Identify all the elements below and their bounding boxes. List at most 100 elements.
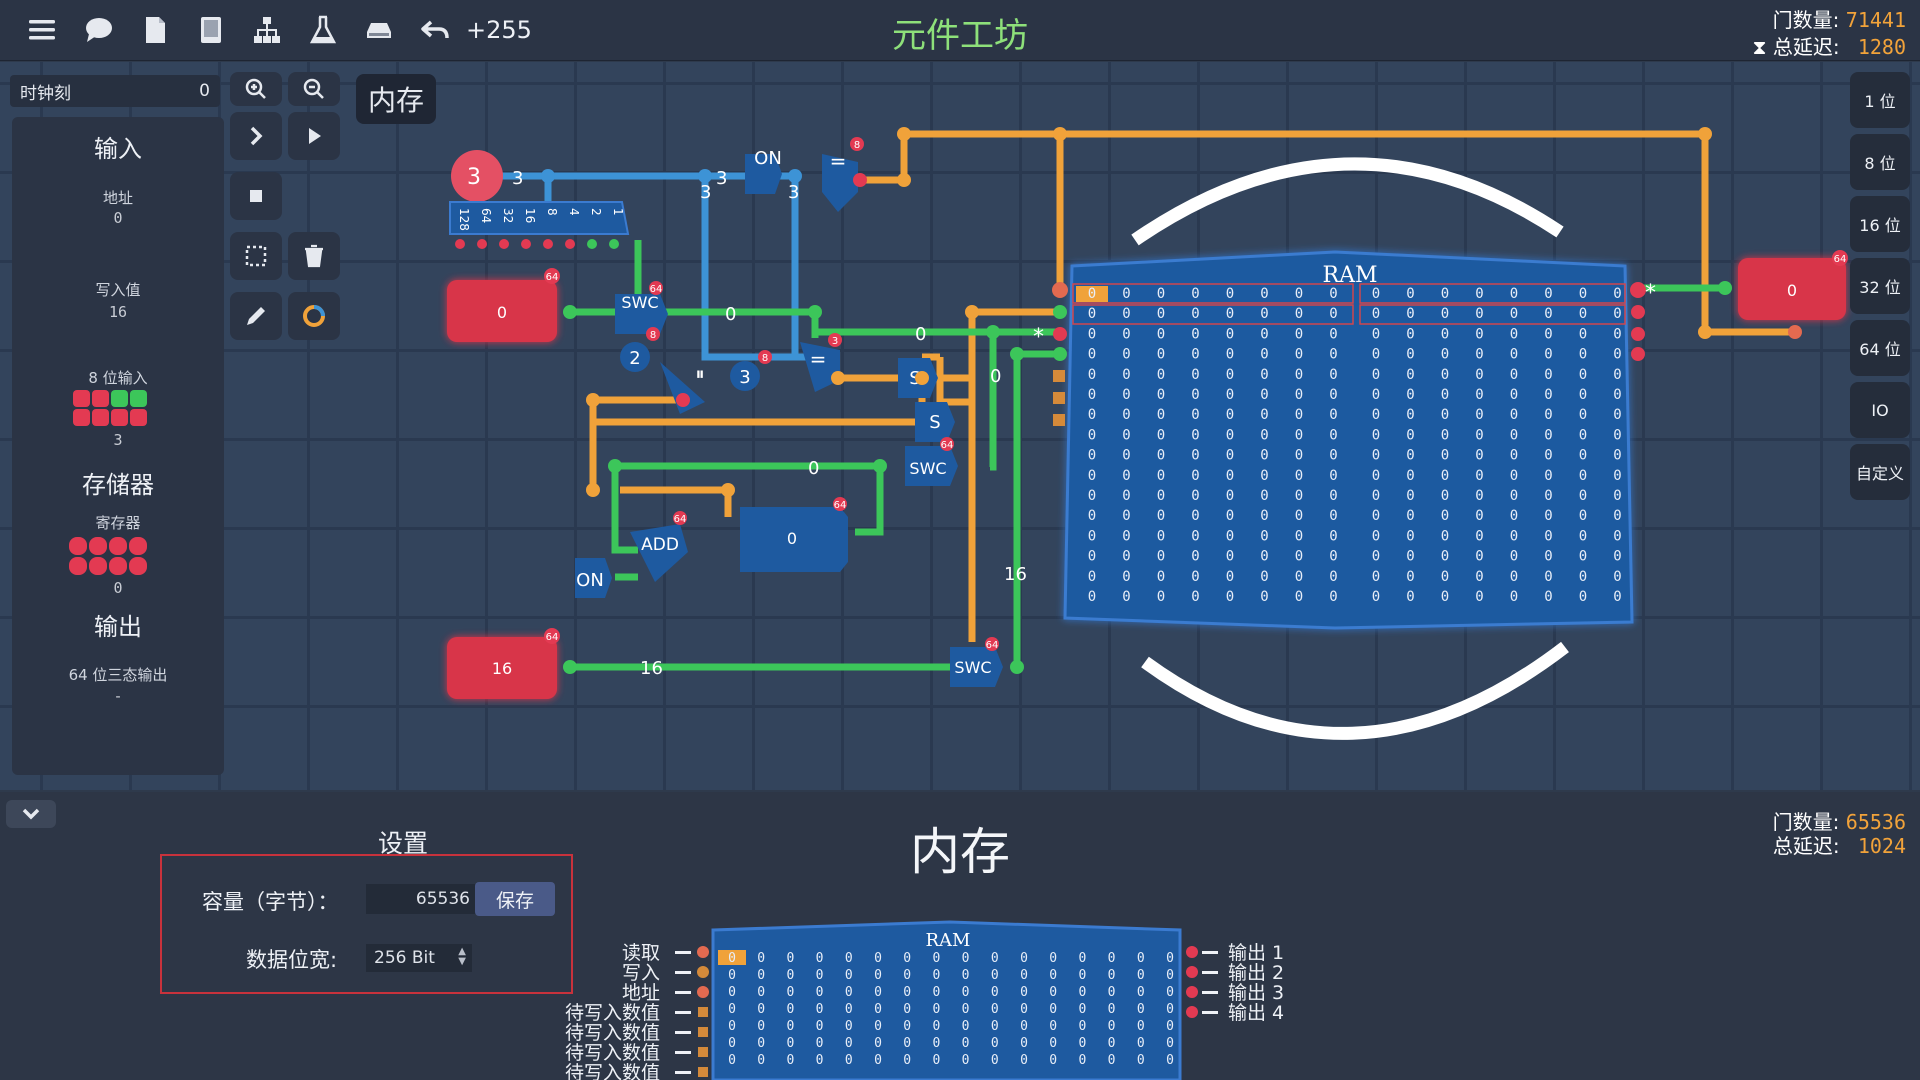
output-block[interactable] bbox=[1738, 258, 1846, 320]
gate-swc-2[interactable] bbox=[905, 446, 958, 486]
step-button[interactable] bbox=[230, 112, 282, 160]
bit-width-button[interactable]: 16 位 bbox=[1850, 196, 1910, 252]
bitwidth-select[interactable]: 256 Bit ▲▼ bbox=[366, 944, 472, 972]
chat-icon[interactable] bbox=[77, 10, 121, 50]
menu-icon[interactable] bbox=[20, 10, 64, 50]
register-pin[interactable] bbox=[69, 557, 87, 575]
ram-preview-cell: 0 bbox=[757, 968, 765, 983]
input-block-write[interactable] bbox=[447, 637, 557, 699]
ram-preview-cell: 0 bbox=[991, 985, 999, 1000]
ram-preview-cell: 0 bbox=[845, 951, 853, 966]
ram-cell: 0 bbox=[1260, 347, 1268, 363]
ram-cell: 0 bbox=[1260, 286, 1268, 302]
ram-preview-cell: 0 bbox=[845, 1002, 853, 1017]
ram-preview-cell: 0 bbox=[874, 968, 882, 983]
hierarchy-icon[interactable] bbox=[245, 10, 289, 50]
register-pin[interactable] bbox=[89, 537, 107, 555]
detail-total-delay-value: 1024 bbox=[1857, 834, 1906, 858]
gate-add[interactable] bbox=[630, 524, 688, 582]
palette-write-label[interactable]: 写入值 bbox=[95, 281, 141, 299]
undo-icon[interactable] bbox=[413, 10, 457, 50]
detail-gate-count: 门数量: 65536 bbox=[1773, 806, 1906, 835]
register-pin[interactable] bbox=[129, 537, 147, 555]
palette-register-label[interactable]: 寄存器 bbox=[95, 514, 141, 532]
bit-width-button[interactable]: 64 位 bbox=[1850, 320, 1910, 376]
ram-preview-cell: 0 bbox=[728, 1036, 736, 1051]
byte-pin[interactable] bbox=[111, 390, 128, 407]
ram-preview-cell: 0 bbox=[786, 951, 794, 966]
gate-eq-2[interactable] bbox=[800, 342, 840, 392]
ram-cell: 0 bbox=[1329, 589, 1337, 605]
byte-pin[interactable] bbox=[92, 390, 109, 407]
color-button[interactable] bbox=[288, 292, 340, 340]
play-button[interactable] bbox=[288, 112, 340, 160]
ram-preview-cell: 0 bbox=[1108, 1019, 1116, 1034]
ram-cell: 0 bbox=[1510, 326, 1518, 342]
ram-star-left: * bbox=[1033, 325, 1044, 350]
capacity-input[interactable] bbox=[366, 884, 478, 914]
ram-block[interactable] bbox=[1063, 250, 1634, 630]
register-pin[interactable] bbox=[89, 557, 107, 575]
byte-pin[interactable] bbox=[73, 390, 90, 407]
byte-input-pins[interactable] bbox=[73, 390, 147, 426]
byte-pin[interactable] bbox=[130, 390, 147, 407]
book-icon[interactable] bbox=[189, 10, 233, 50]
gate-swc-1[interactable] bbox=[615, 294, 668, 334]
gate-swc-3[interactable] bbox=[950, 647, 1003, 687]
register-pin[interactable] bbox=[69, 537, 87, 555]
gate-eq-1[interactable] bbox=[822, 154, 858, 212]
gate-on-2[interactable] bbox=[575, 558, 612, 598]
palette-address-label[interactable]: 地址 bbox=[102, 189, 133, 207]
clock-value: 0 bbox=[199, 81, 210, 101]
save-button[interactable]: 保存 bbox=[475, 882, 555, 916]
ram-cell: 0 bbox=[1613, 448, 1621, 464]
ram-cell: 0 bbox=[1191, 427, 1199, 443]
byte-pin[interactable] bbox=[130, 409, 147, 426]
ram-cell: 0 bbox=[1510, 286, 1518, 302]
zoom-in-button[interactable] bbox=[230, 72, 282, 106]
ram-preview-cell: 0 bbox=[728, 1019, 736, 1034]
ram-cell: 0 bbox=[1191, 326, 1199, 342]
flask-icon[interactable] bbox=[301, 10, 345, 50]
input-block-address[interactable] bbox=[447, 280, 557, 342]
gate-on-2-label: ON bbox=[576, 570, 604, 591]
register-pin[interactable] bbox=[109, 537, 127, 555]
bit-width-button[interactable]: 32 位 bbox=[1850, 258, 1910, 314]
pencil-button[interactable] bbox=[230, 292, 282, 340]
green-wires bbox=[570, 240, 1725, 671]
gate-s-2[interactable] bbox=[915, 402, 955, 442]
byte-pin[interactable] bbox=[92, 409, 109, 426]
byte-pin[interactable] bbox=[111, 409, 128, 426]
gate-on-1[interactable] bbox=[745, 154, 782, 194]
file-icon[interactable] bbox=[133, 10, 177, 50]
drive-icon[interactable] bbox=[357, 10, 401, 50]
palette-tristate-value: - bbox=[113, 687, 123, 705]
register-pins[interactable] bbox=[69, 537, 147, 575]
preview-output-pin bbox=[1186, 986, 1198, 998]
collapse-button[interactable] bbox=[6, 800, 56, 828]
delete-button[interactable] bbox=[288, 232, 340, 280]
stop-button[interactable] bbox=[230, 172, 282, 220]
ram-cell: 0 bbox=[1088, 347, 1096, 363]
bit-width-button[interactable]: 自定义 bbox=[1850, 444, 1910, 500]
ram-cell: 0 bbox=[1157, 326, 1165, 342]
zoom-out-button[interactable] bbox=[288, 72, 340, 106]
select-button[interactable] bbox=[230, 232, 282, 280]
gate-pause[interactable] bbox=[660, 362, 705, 414]
palette-byte-input-label[interactable]: 8 位输入 bbox=[88, 369, 148, 387]
ram-preview-cell: 0 bbox=[1049, 1019, 1057, 1034]
bit-width-button[interactable]: 1 位 bbox=[1850, 72, 1910, 128]
register-pin[interactable] bbox=[129, 557, 147, 575]
bit-width-button[interactable]: IO bbox=[1850, 382, 1910, 438]
palette-tristate-label[interactable]: 64 位三态输出 bbox=[68, 666, 168, 684]
ram-cell: 0 bbox=[1260, 326, 1268, 342]
byte-input-node[interactable] bbox=[451, 150, 503, 202]
register-pin[interactable] bbox=[109, 557, 127, 575]
clock-counter[interactable]: 时钟刻 0 bbox=[10, 75, 220, 107]
register-block[interactable] bbox=[740, 507, 848, 572]
byte-pin[interactable] bbox=[73, 409, 90, 426]
ram-cell: 0 bbox=[1613, 407, 1621, 423]
bit-width-button[interactable]: 8 位 bbox=[1850, 134, 1910, 190]
